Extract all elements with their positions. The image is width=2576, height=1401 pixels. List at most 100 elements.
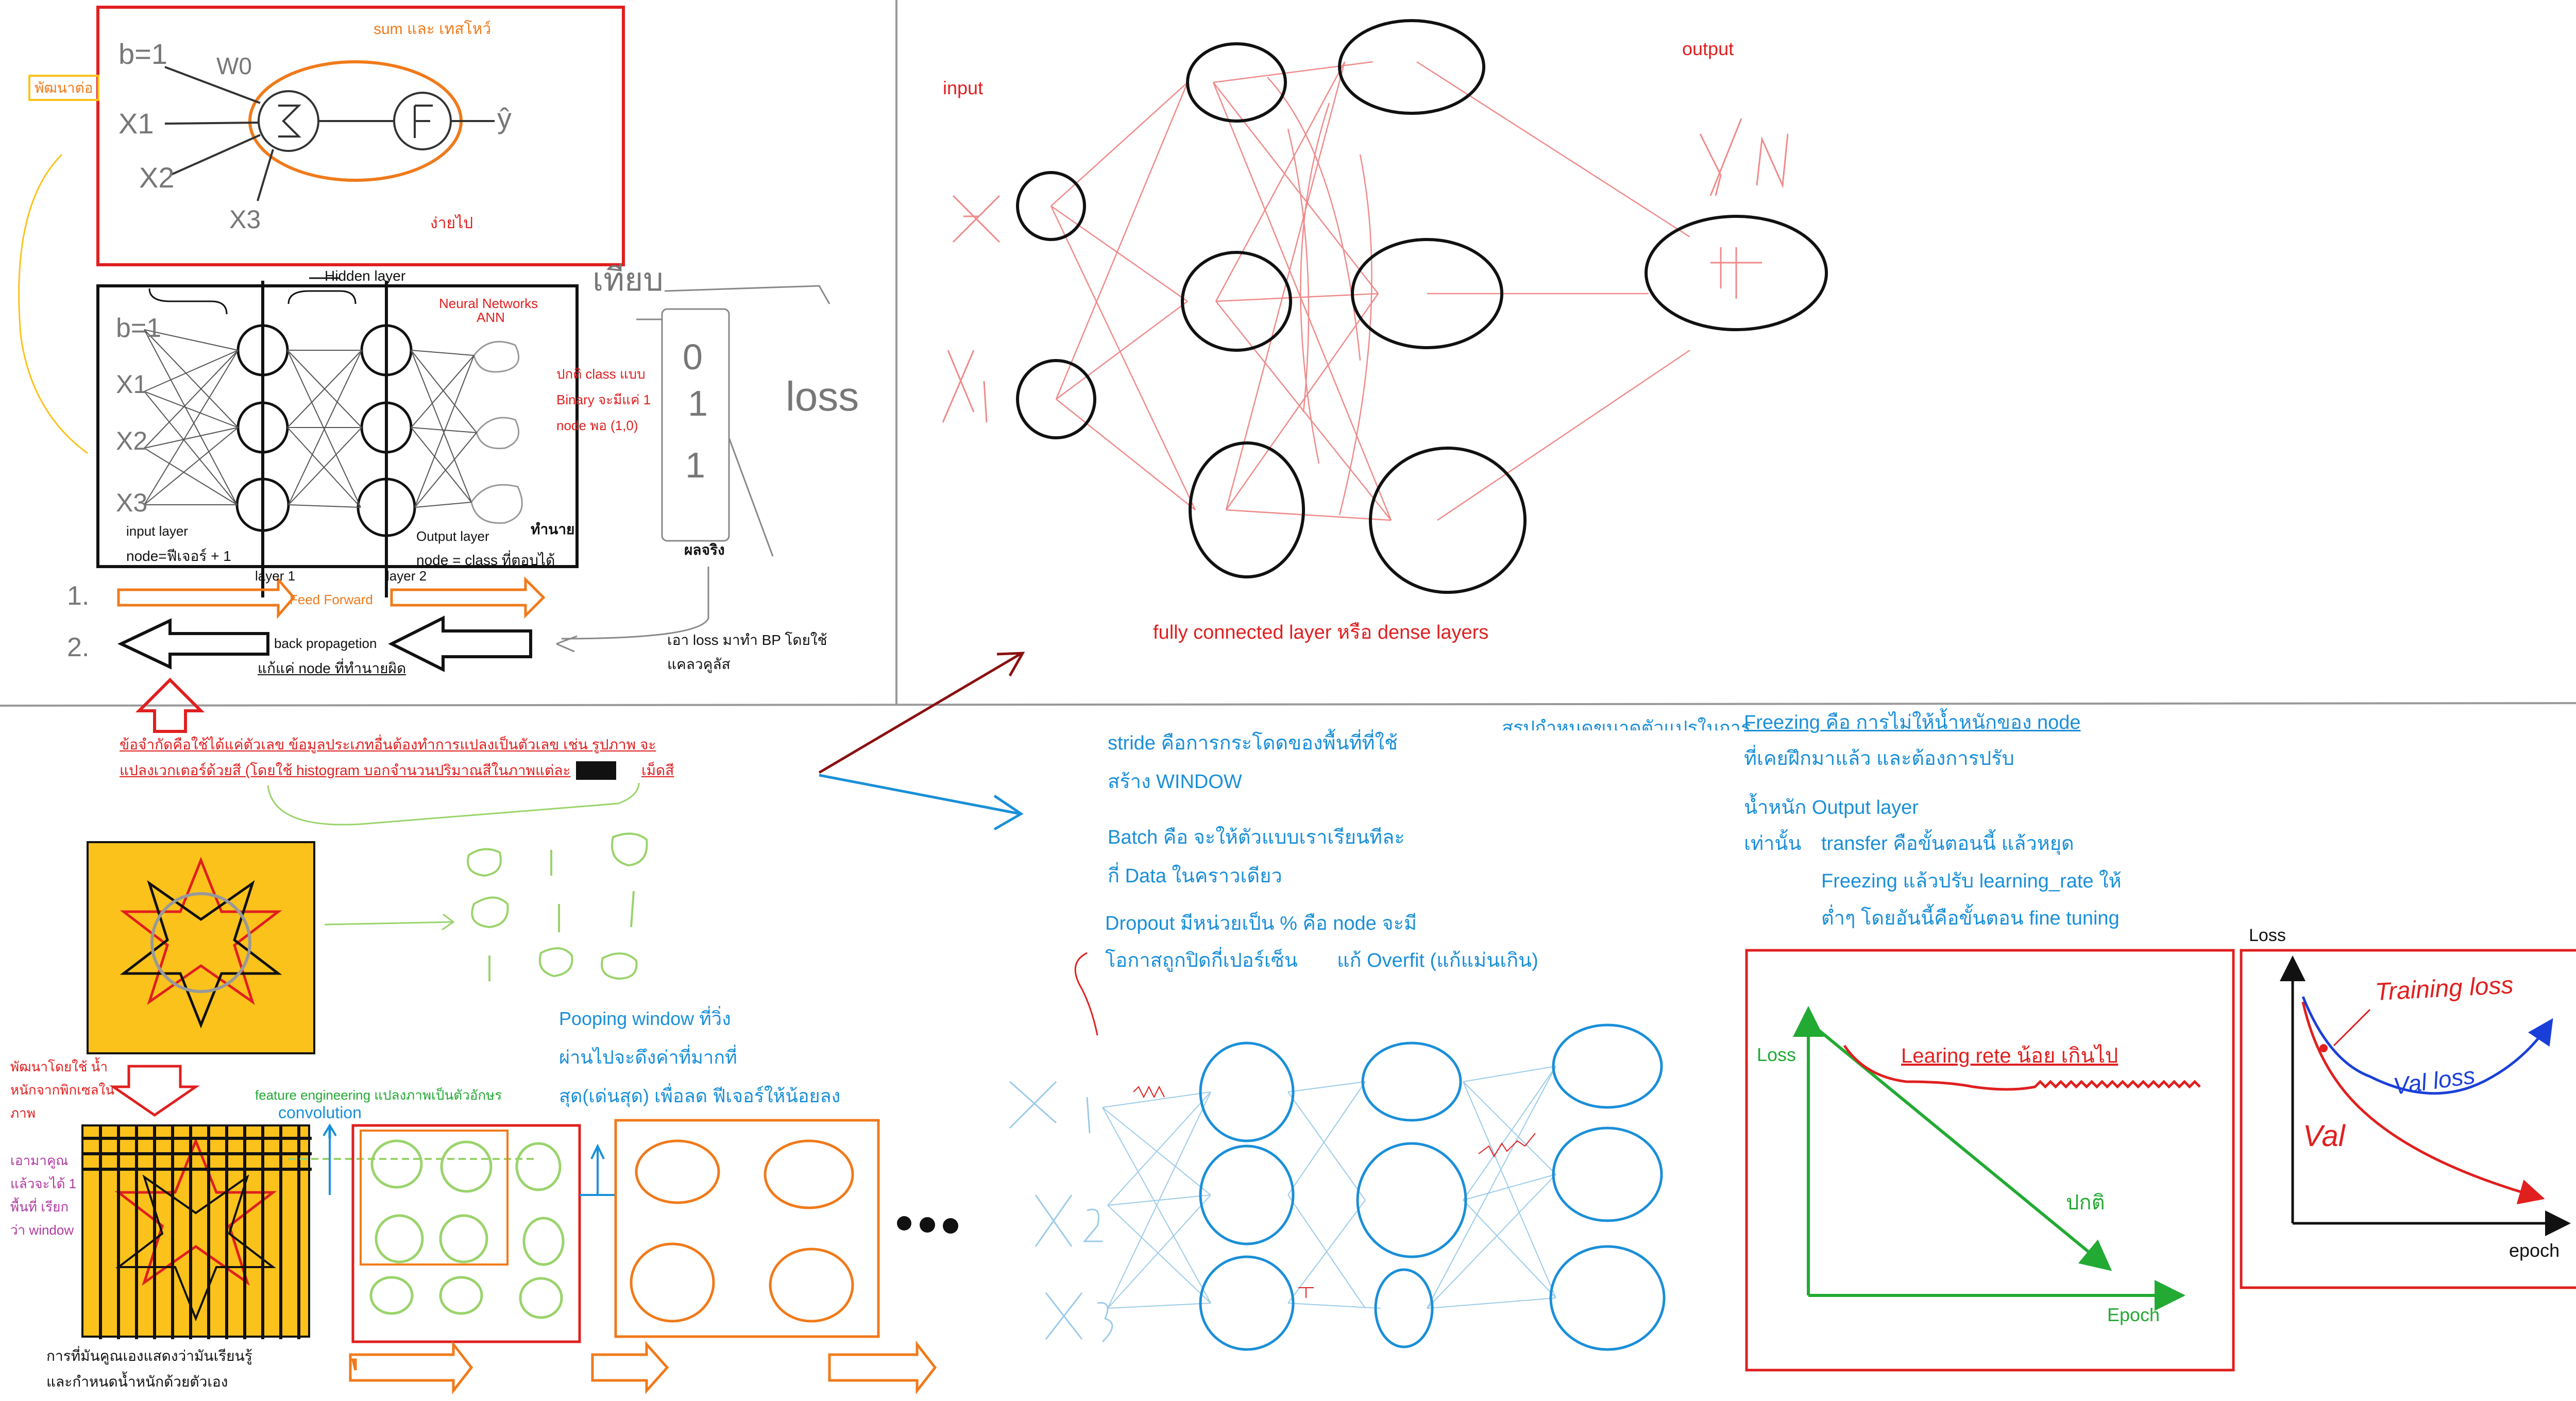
dense-connections — [1050, 61, 1690, 521]
ann-input-x1: X1 — [116, 370, 148, 399]
freezing-line-5: Freezing แล้วปรับ learning_rate ให้ — [1821, 870, 2122, 892]
window-note-3: ว่า window — [10, 1222, 74, 1238]
stride-note-2: สร้าง WINDOW — [1108, 771, 1242, 793]
ann-label: ANN — [477, 310, 505, 325]
dropout-nodes — [1199, 1023, 1666, 1351]
loss-compare-sketch — [556, 285, 831, 653]
dense-caption: fully connected layer หรือ dense layers — [1153, 622, 1489, 643]
freezing-line-1: Freezing คือ การไม่ให้น้ำหนักของ node — [1744, 712, 2081, 733]
overfit-chart — [2240, 949, 2576, 1289]
freezing-line-4a: เท่านั้น — [1744, 833, 1802, 855]
label-develop: พัฒนาต่อ — [28, 75, 99, 101]
section-dividers — [0, 0, 2576, 707]
big-arrows — [818, 652, 1025, 831]
actual-3: 1 — [685, 445, 705, 485]
label-easy: ง่ายไป — [430, 215, 473, 232]
handwritten-symbols — [942, 118, 1789, 423]
ann-connections — [144, 329, 477, 508]
dense-output-label: output — [1682, 38, 1734, 59]
class-note-3: node พอ (1,0) — [556, 418, 638, 433]
lr-ylabel: Loss — [1757, 1044, 1797, 1065]
lr-low-line — [1843, 1045, 2201, 1091]
pooling-note-3: สุด(เด่นสุด) เพื่อลด ฟีเจอร์ให้น้อยลง — [559, 1085, 841, 1106]
handwritten-loss: loss — [786, 373, 859, 419]
develop-note-0: พัฒนาโดยใช้ น้ำ — [10, 1059, 108, 1074]
neural-networks-label: Neural Networks — [439, 296, 538, 311]
pooling-note-1: Pooping window ที่วิ่ง — [559, 1008, 731, 1029]
output-yhat: ŷ — [497, 102, 512, 134]
input-x3: X3 — [229, 205, 261, 234]
image-note-1: ข้อจำกัดคือใช้ได้แค่ตัวเลข ข้อมูลประเภทอ… — [120, 737, 656, 753]
dense-input-label: input — [943, 77, 984, 98]
node-class-label: node = class ที่ตอบได้ — [416, 552, 555, 568]
freezing-line-3: น้ำหนัก Output layer — [1744, 797, 1919, 818]
dense-network — [942, 19, 1828, 594]
ff-bp-arrows — [18, 153, 546, 733]
weight-w0: W0 — [216, 53, 252, 79]
window-note-2: พื้นที่ เรียก — [10, 1199, 69, 1215]
layer2-label: layer 2 — [386, 568, 427, 584]
freezing-line-6: ต่ำๆ โดยอันนี้คือขั้นตอน fine tuning — [1821, 908, 2120, 929]
back-propagation-label: back propagetion — [274, 636, 377, 651]
dropout-note-3: แก้ Overfit (แก้แม่นเกิน) — [1337, 950, 1538, 971]
feed-forward-label: Feed Forward — [290, 592, 373, 607]
dropout-note-1: Dropout มีหน่วยเป็น % คือ node จะมี — [1105, 913, 1417, 934]
lr-xlabel: Epoch — [2107, 1304, 2160, 1325]
ann-input-x3: X3 — [116, 488, 148, 517]
handwritten-compare: เทียบ — [592, 262, 664, 298]
perceptron-diagram — [96, 6, 625, 266]
hidden-layer-label: Hidden layer — [325, 268, 406, 284]
learn-note-2: และกำหนดน้ำหนักด้วยตัวเอง — [46, 1374, 228, 1390]
dropout-network — [1009, 952, 1666, 1351]
dense-nodes — [1016, 19, 1828, 594]
output-layer-label: Output layer — [416, 528, 489, 544]
loss-note-2: แคลวคูลัส — [667, 656, 731, 672]
val-label: Val — [2303, 1119, 2345, 1153]
develop-note-2: ภาพ — [10, 1105, 36, 1121]
pixel-grid — [82, 1125, 312, 1339]
lr-normal-line — [1818, 1029, 2112, 1271]
loss-note-1: เอา loss มาทำ BP โดยใช้ — [667, 632, 827, 648]
dropout-connections — [1102, 1066, 1556, 1309]
ellipsis-dots — [897, 1216, 958, 1234]
feature-eng-label: feature engineering แปลงภาพเป็นตัวอักษร — [255, 1087, 502, 1103]
freezing-line-2: ที่เคยฝึกมาแล้ว และต้องการปรับ — [1744, 748, 2014, 770]
overfit-point — [2319, 1044, 2328, 1052]
redacted-block — [576, 761, 616, 780]
input-x2: X2 — [139, 161, 175, 194]
ann-input-x2: X2 — [116, 426, 148, 455]
step-1: 1. — [67, 581, 90, 611]
image-cnn-section — [81, 782, 958, 1395]
label-sum-activation: sum และ เทสโหว์ — [374, 21, 492, 38]
batch-note-2: กี่ Data ในคราวเดียว — [1108, 865, 1282, 887]
actual-result-label: ผลจริง — [684, 542, 725, 558]
of-ylabel: Loss — [2249, 926, 2286, 945]
class-note-1: ปกติ class แบบ — [556, 366, 646, 382]
batch-note-1: Batch คือ จะให้ตัวแบบเราเรียนทีละ — [1108, 827, 1405, 848]
convolution-label: convolution — [278, 1103, 362, 1122]
training-loss-curve — [2301, 1001, 2545, 1205]
cnn-cut-top: สรุปกำหนดขนาดตัวแปรในการ — [1502, 717, 1751, 730]
learn-note-1: การที่มันคูณเองแสดงว่ามันเรียนรู้ — [46, 1348, 252, 1364]
window-note-0: เอามาคูณ — [10, 1153, 69, 1168]
ann-output-nodes — [470, 340, 523, 524]
image-note-2: แปลงเวกเตอร์ด้วยสี (โดยใช้ histogram บอก… — [120, 762, 571, 778]
dropout-input-symbols — [1009, 1081, 1113, 1343]
stride-note-1: stride คือการกระโดดของพื้นที่ที่ใช้ — [1108, 732, 1398, 754]
layer1-label: layer 1 — [255, 568, 296, 584]
ann-input-b: b=1 — [116, 313, 162, 343]
fix-node-label: แก้แค่ node ที่ทำนายผิด — [258, 660, 406, 676]
window-note-1: แล้วจะได้ 1 — [10, 1176, 77, 1191]
lr-low-note: Learing rete น้อย เกินไป — [1901, 1045, 2119, 1067]
of-xlabel: epoch — [2509, 1240, 2560, 1261]
class-note-2: Binary จะมีแค่ 1 — [556, 392, 651, 407]
actual-2: 1 — [688, 383, 708, 423]
develop-note-1: หนักจากพิกเซลใน — [10, 1082, 115, 1098]
pooling-note-2: ผ่านไปจะดึงค่าที่มากที่ — [559, 1047, 737, 1068]
image-note-2-end: เม็ดสี — [641, 762, 674, 778]
val-loss-curve — [2301, 996, 2553, 1095]
learning-rate-chart — [1745, 949, 2235, 1372]
node-features-label: node=ฟีเจอร์ + 1 — [126, 548, 231, 564]
dropout-note-2: โอกาสถูกปิดกี่เปอร์เซ็น — [1105, 950, 1298, 971]
